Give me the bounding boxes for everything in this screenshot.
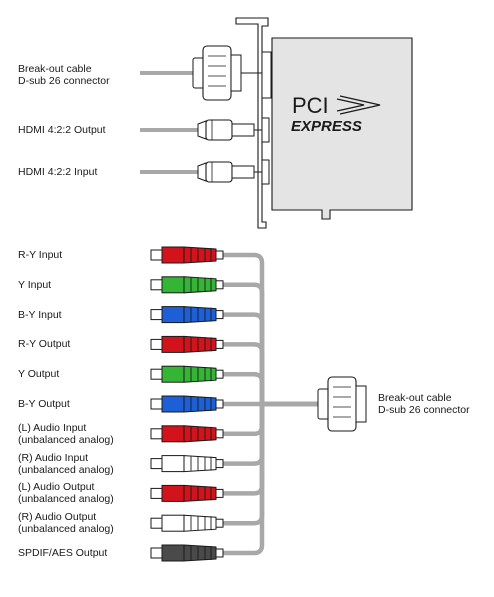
cable-label-line1: SPDIF/AES Output — [18, 547, 108, 559]
cable-label-line1: (L) Audio Input — [18, 421, 87, 434]
card-connector-label-line2: D-sub 26 connector — [18, 75, 110, 87]
cable-label-line1: Y Output — [18, 368, 60, 381]
rca-plug — [150, 276, 224, 294]
breakout-wire — [219, 401, 265, 437]
card-connector-label: Break-out cable D-sub 26 connector — [18, 63, 110, 87]
cable-label-line1: (R) Audio Input — [18, 451, 89, 464]
breakout-wire — [219, 401, 265, 556]
hdmi-input-label: HDMI 4:2:2 Input — [18, 166, 98, 178]
cable-label-line1: R-Y Input — [18, 249, 63, 261]
breakout-connector-label-line1: Break-out cable — [378, 392, 452, 404]
breakout-connector-label: Break-out cable D-sub 26 connector — [378, 392, 470, 416]
cable-label: R-Y Input — [18, 249, 62, 261]
cable-label: R-Y Output — [18, 338, 70, 350]
breakout-dsub-connector — [317, 376, 367, 432]
cable-label-line1: R-Y Output — [18, 338, 71, 351]
card-cables — [140, 45, 262, 183]
cable-label: (R) Audio Input(unbalanced analog) — [18, 452, 114, 476]
breakout-wire — [219, 401, 265, 496]
cable-label: (L) Audio Output(unbalanced analog) — [18, 481, 114, 505]
breakout-wire — [219, 342, 265, 407]
rca-plugs — [150, 246, 224, 562]
rca-plug — [150, 544, 224, 562]
hdmi-output-port — [261, 117, 270, 143]
rca-plug — [150, 425, 224, 443]
cable-label: B-Y Output — [18, 398, 70, 410]
rca-plug — [150, 246, 224, 264]
cable-label-line2: (unbalanced analog) — [18, 433, 114, 446]
cable-label-line2: (unbalanced analog) — [18, 523, 114, 536]
cable-label-line2: (unbalanced analog) — [18, 493, 114, 506]
breakout-wire — [219, 252, 265, 407]
cable-label-line1: B-Y Input — [18, 308, 62, 321]
pci-logo-chevron-icon — [336, 95, 381, 115]
cable-label: SPDIF/AES Output — [18, 547, 107, 559]
rca-plug — [150, 514, 224, 532]
breakout-wire — [219, 371, 265, 407]
card-connector-label-line1: Break-out cable — [18, 63, 92, 75]
pci-express-logo: PCI EXPRESS — [291, 93, 381, 135]
rca-plug — [150, 484, 224, 502]
cable-label-line2: (unbalanced analog) — [18, 463, 114, 476]
express-logo-text: EXPRESS — [291, 118, 362, 135]
cable-layer — [219, 252, 322, 556]
pcie-bracket — [235, 17, 269, 229]
pcie-card-board — [271, 37, 413, 220]
rca-plug — [150, 306, 224, 324]
hdmi-input-plug — [197, 161, 262, 183]
pcie-card: PCI EXPRESS — [235, 17, 413, 229]
card-dsub-plug — [192, 45, 262, 101]
pci-logo-text: PCI — [292, 93, 329, 118]
cable-label: Y Output — [18, 368, 59, 380]
cable-label-line1: B-Y Output — [18, 398, 70, 410]
breakout-wire — [219, 312, 265, 407]
breakout-connector-label-line2: D-sub 26 connector — [378, 404, 470, 416]
cable-label: B-Y Input — [18, 309, 62, 321]
rca-plug — [150, 395, 224, 413]
hdmi-output-label: HDMI 4:2:2 Output — [18, 124, 106, 136]
rca-plug — [150, 335, 224, 353]
cable-label: (R) Audio Output(unbalanced analog) — [18, 511, 114, 535]
cable-label-line1: (R) Audio Output — [18, 511, 97, 524]
breakout-wire — [219, 282, 265, 407]
cable-label: Y Input — [18, 279, 51, 291]
dsub-port — [261, 51, 272, 99]
rca-plug — [150, 365, 224, 383]
hdmi-output-plug — [197, 119, 262, 141]
cable-label: (L) Audio Input(unbalanced analog) — [18, 422, 114, 446]
hdmi-input-port — [261, 159, 270, 185]
cable-label-line1: (L) Audio Output — [18, 481, 95, 494]
cable-label-line1: Y Input — [18, 278, 52, 291]
rca-plug — [150, 455, 224, 473]
